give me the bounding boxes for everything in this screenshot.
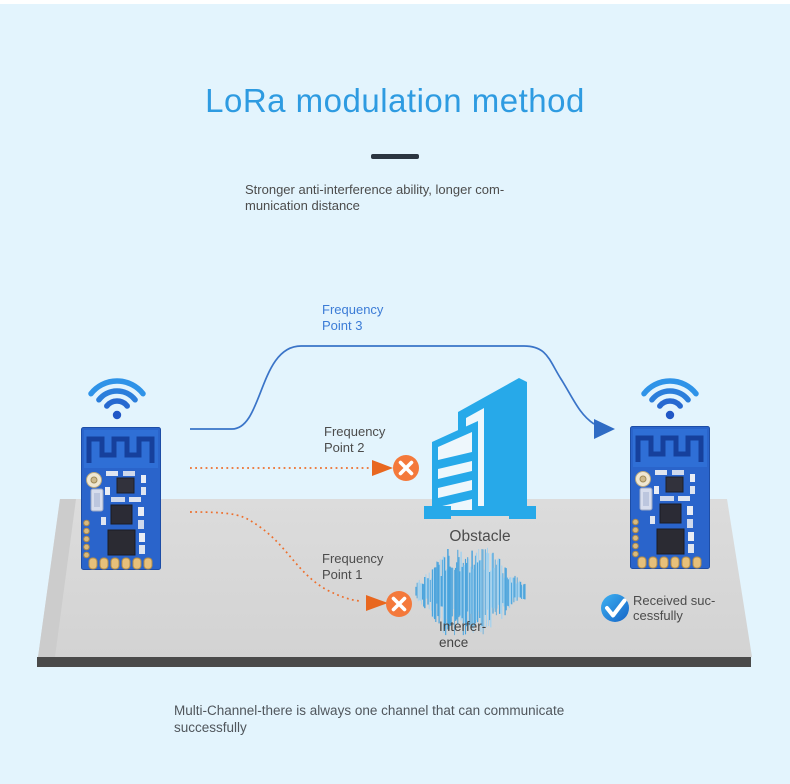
wifi-icon [641, 378, 699, 420]
platform-front-edge [37, 657, 751, 667]
title-divider [371, 154, 419, 159]
label-frequency-point-2: Frequency Point 2 [324, 424, 386, 455]
footer-caption: Multi-Channel-there is always one channe… [174, 703, 565, 735]
noise-waveform-graphic [415, 547, 526, 636]
frequency-3-path [190, 345, 615, 439]
frequency-2-path [190, 455, 419, 481]
top-border [0, 0, 790, 4]
blue-arrow-icon [594, 419, 615, 439]
platform-graphic [37, 499, 752, 667]
lora-module-image-left [82, 428, 161, 570]
orange-arrow-icon [366, 595, 388, 611]
lora-module-image-right [631, 427, 710, 569]
label-interference: Interfer- ence [439, 619, 487, 650]
label-obstacle: Obstacle [449, 528, 511, 545]
label-frequency-point-1: Frequency Point 1 [322, 551, 384, 582]
label-received-successfully: Received suc- cessfully [633, 593, 716, 623]
page-title: LoRa modulation method [205, 82, 585, 119]
orange-arrow-icon [372, 460, 393, 476]
x-circle-icon [393, 455, 419, 481]
wifi-icon [88, 378, 146, 420]
label-frequency-point-3: Frequency Point 3 [322, 302, 384, 333]
x-circle-icon [386, 591, 412, 617]
frequency-1-path [189, 511, 412, 617]
subtitle-text: Stronger anti-interference ability, long… [245, 182, 505, 213]
building-obstacle-graphic [424, 378, 536, 519]
check-circle-icon [601, 594, 629, 622]
